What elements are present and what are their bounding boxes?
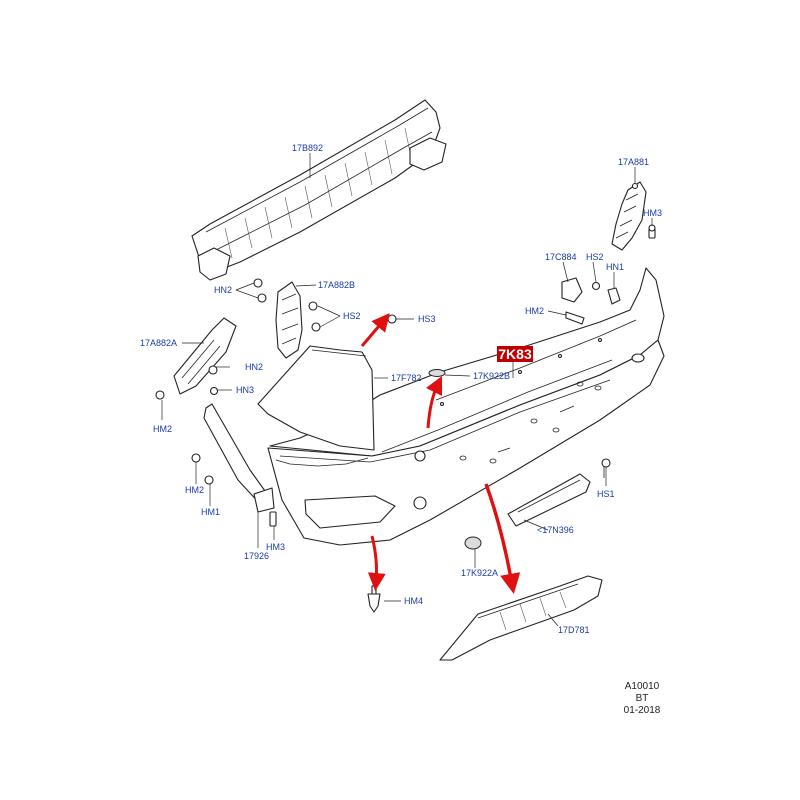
label-17c884: 17C884 <box>545 252 577 262</box>
highlight-box <box>497 346 533 362</box>
label-hn1: HN1 <box>606 262 624 272</box>
label-hm4: HM4 <box>404 596 423 606</box>
part-labels: 17B892 17A881 HM3 17C884 HS2 HN1 HM2 HN2… <box>140 143 662 635</box>
label-17k922b: 17K922B <box>473 371 510 381</box>
stamp-line-3: 01-2018 <box>624 705 661 716</box>
label-hn2-mid: HN2 <box>245 362 263 372</box>
label-hm2-right: HM2 <box>525 306 544 316</box>
label-17k922a: 17K922A <box>461 568 498 578</box>
label-17n396: <17N396 <box>537 525 574 535</box>
label-17a881: 17A881 <box>618 157 649 167</box>
right-small-bracket-part <box>561 277 621 325</box>
label-hm2-low: HM2 <box>185 485 204 495</box>
label-hm1: HM1 <box>201 507 220 517</box>
stamp-line-2: BT <box>636 693 649 704</box>
right-bracket-part <box>611 181 656 251</box>
label-17a882a: 17A882A <box>140 338 177 348</box>
label-hs2-right: HS2 <box>586 252 604 262</box>
label-hs1: HS1 <box>597 489 615 499</box>
lower-left-brace-part <box>191 403 277 527</box>
highlight-label: 7K83 <box>498 346 532 362</box>
label-17b892: 17B892 <box>292 143 323 153</box>
stamp-line-1: A10010 <box>625 681 660 692</box>
label-17f782: 17F782 <box>391 373 422 383</box>
label-hs3: HS3 <box>418 314 436 324</box>
label-hn3: HN3 <box>236 385 254 395</box>
pin-hm4-part <box>367 585 381 613</box>
label-17d781: 17D781 <box>558 625 590 635</box>
label-17a882b: 17A882B <box>318 280 355 290</box>
document-stamp: A10010 BT 01-2018 <box>624 681 661 716</box>
red-arrows <box>360 313 521 595</box>
label-17926: 17926 <box>244 551 269 561</box>
label-hm3-low: HM3 <box>266 542 285 552</box>
left-side-bracket-part <box>155 317 237 400</box>
label-hn2-top: HN2 <box>214 285 232 295</box>
lower-valance-part <box>439 575 603 661</box>
lower-right-strip-part <box>507 458 611 527</box>
label-hm2-left: HM2 <box>153 424 172 434</box>
upper-cover-panel-part <box>257 345 375 451</box>
energy-absorber-part <box>191 99 447 281</box>
label-hm3-top: HM3 <box>643 208 662 218</box>
label-hs2-left: HS2 <box>343 311 361 321</box>
leader-lines <box>161 153 653 627</box>
left-upper-bracket-part <box>253 278 397 359</box>
